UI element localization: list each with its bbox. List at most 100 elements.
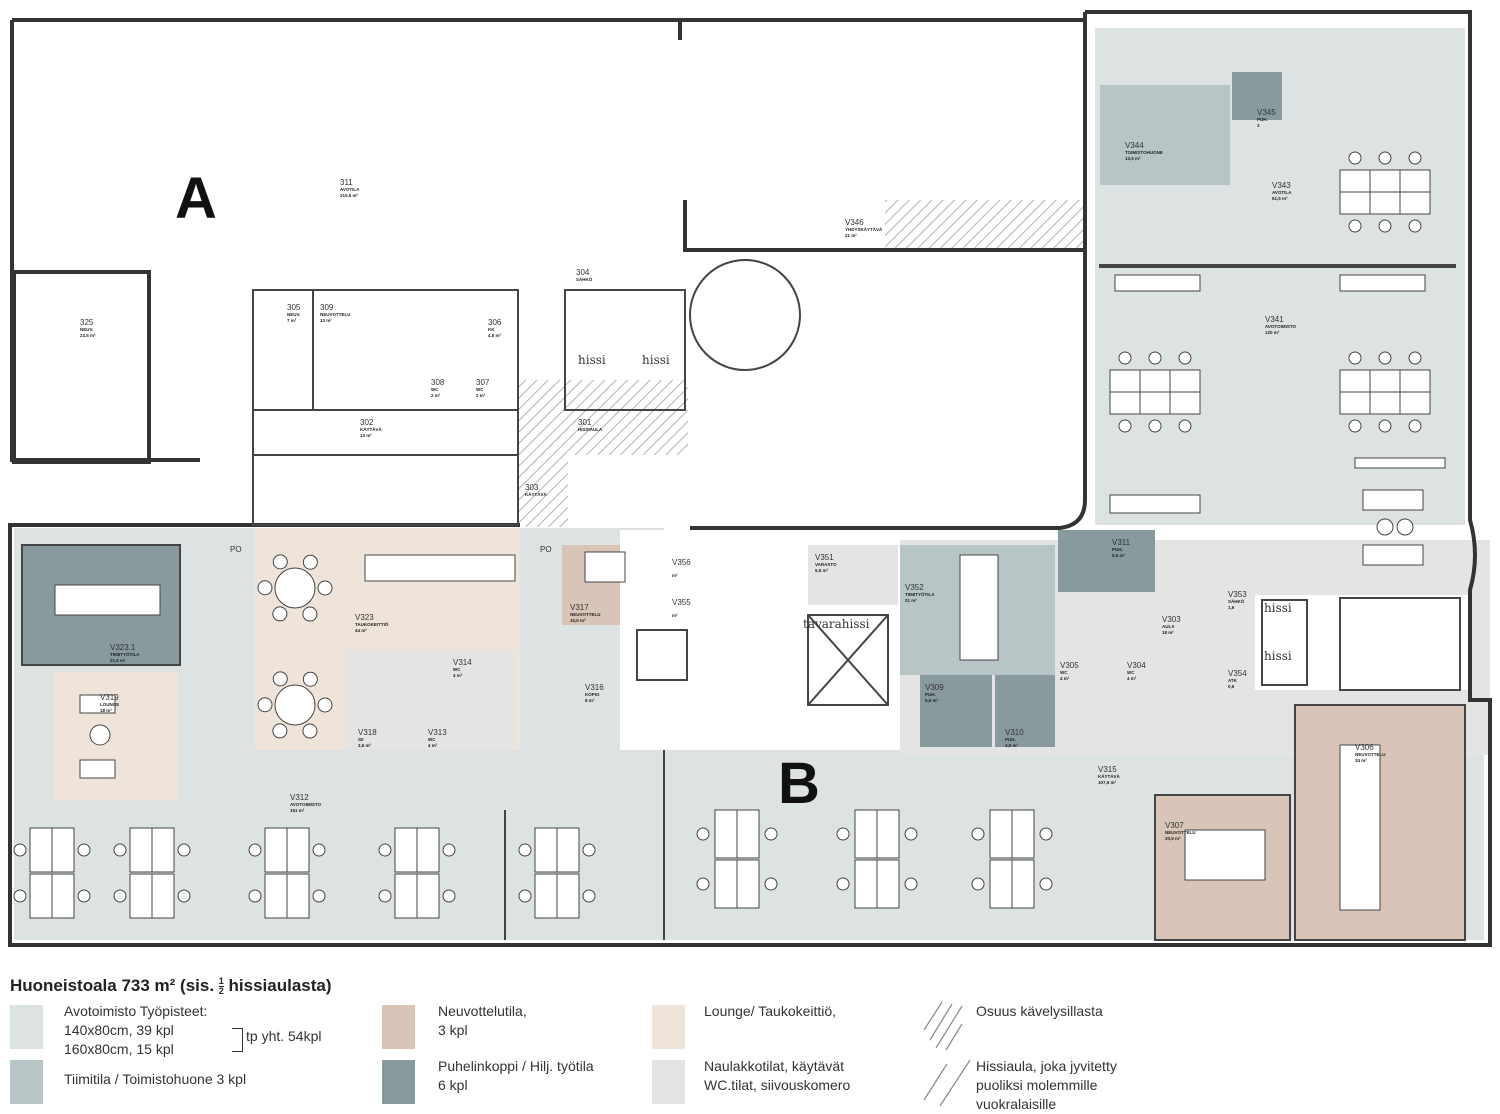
room-area: 18 m² bbox=[100, 708, 112, 713]
room-number: V303 bbox=[1162, 615, 1181, 624]
room-area: m² bbox=[672, 573, 678, 578]
room-area: 61,5 m² bbox=[1272, 196, 1288, 201]
desk bbox=[736, 809, 760, 859]
chair bbox=[1378, 419, 1392, 433]
wall-302 bbox=[252, 409, 519, 456]
hatch-swatches bbox=[923, 1001, 971, 1107]
room-name: SII bbox=[358, 737, 364, 742]
chair bbox=[1039, 877, 1053, 891]
elevator-label: hissi bbox=[1264, 649, 1292, 663]
desk bbox=[534, 873, 558, 919]
wall-325 bbox=[12, 270, 151, 464]
room-v311 bbox=[1058, 530, 1155, 592]
walls bbox=[8, 10, 1492, 947]
meeting-table bbox=[1184, 829, 1266, 881]
meeting-table bbox=[584, 551, 626, 583]
room-name: AVOTILA bbox=[1272, 190, 1292, 195]
room-area: 4 m² bbox=[1127, 676, 1137, 681]
text: WC.tilat, siivouskomero bbox=[704, 1077, 851, 1093]
room-area: 13 m² bbox=[360, 433, 372, 438]
desk bbox=[714, 809, 738, 859]
room-number: 308 bbox=[431, 378, 445, 387]
legend-title-suffix: hissiaulasta) bbox=[223, 976, 332, 995]
room-number: 311 bbox=[340, 178, 353, 187]
legend-meeting: Neuvottelutila,3 kpl bbox=[438, 1002, 527, 1040]
room-area: 23,5 m² bbox=[80, 333, 96, 338]
room-area: 1,6 bbox=[1228, 605, 1235, 610]
room-number: V323.1 bbox=[110, 643, 136, 652]
room-number: 304 bbox=[576, 268, 590, 277]
chair bbox=[177, 889, 191, 903]
desk bbox=[876, 809, 900, 859]
room-number: V353 bbox=[1228, 590, 1247, 599]
room-name: WC bbox=[1127, 670, 1135, 675]
chair bbox=[1348, 151, 1362, 165]
room-number: V309 bbox=[925, 683, 944, 692]
chair bbox=[272, 606, 288, 622]
room-name: WC bbox=[431, 387, 439, 392]
chair bbox=[696, 877, 710, 891]
table bbox=[1376, 518, 1394, 536]
room-area: 21,5 m² bbox=[110, 658, 126, 663]
room-number: V315 bbox=[1098, 765, 1117, 774]
elevator-label: hissi bbox=[642, 353, 670, 367]
room-number: 302 bbox=[360, 418, 374, 427]
room-fills bbox=[14, 28, 1490, 940]
desk bbox=[416, 827, 440, 873]
chair bbox=[442, 889, 456, 903]
chair bbox=[518, 843, 532, 857]
desk bbox=[1339, 369, 1371, 393]
wall-elevators bbox=[564, 289, 686, 411]
room-name: NEUVOTTELU bbox=[1355, 752, 1386, 757]
room-name: KOPIO bbox=[585, 692, 600, 697]
room-name: SÄHKÖ bbox=[576, 276, 593, 282]
chair bbox=[836, 877, 850, 891]
room-number: V354 bbox=[1228, 669, 1247, 678]
room-name: LOUNGE bbox=[100, 702, 119, 707]
desk bbox=[1139, 369, 1171, 393]
desk bbox=[1109, 391, 1141, 415]
room-number: V343 bbox=[1272, 181, 1291, 190]
chair bbox=[1378, 219, 1392, 233]
chair bbox=[378, 843, 392, 857]
desk bbox=[1369, 391, 1401, 415]
desk bbox=[129, 873, 153, 919]
room-name: TIIMITYÖTILA bbox=[905, 591, 935, 597]
room-name: TIIMITYÖTILA bbox=[110, 651, 140, 657]
legend-total: tp yht. 54kpl bbox=[246, 1028, 322, 1044]
chair bbox=[302, 671, 318, 687]
furniture bbox=[13, 151, 1446, 919]
chair bbox=[77, 843, 91, 857]
chair bbox=[1408, 351, 1422, 365]
chair bbox=[1148, 419, 1162, 433]
lounge-table bbox=[89, 724, 111, 746]
chair bbox=[904, 827, 918, 841]
building-label-b: B bbox=[778, 751, 820, 816]
room-area: 210,5 m² bbox=[340, 193, 359, 198]
room-name: YHDYSKÄYTÄVÄ bbox=[845, 226, 883, 232]
chair bbox=[764, 877, 778, 891]
text: 3 kpl bbox=[438, 1022, 468, 1038]
kitchen-counter bbox=[364, 554, 516, 582]
desk bbox=[1109, 494, 1201, 514]
room-area: 4 m² bbox=[428, 743, 438, 748]
text: Naulakkotilat, käytävät bbox=[704, 1058, 845, 1074]
chair bbox=[1378, 151, 1392, 165]
room-name: TOIMISTOHUONE bbox=[1125, 150, 1163, 155]
floor-plan: A B hissi hissi hissi hissi tavarahissi … bbox=[8, 10, 1492, 947]
room-area: 4,5 m² bbox=[488, 333, 502, 338]
room-area: 4 m² bbox=[1060, 676, 1070, 681]
desk bbox=[1339, 391, 1371, 415]
room-name: NEUVOTTELU bbox=[1165, 830, 1196, 835]
room-number: V314 bbox=[453, 658, 472, 667]
room-name: NEUVOTTELU bbox=[570, 612, 601, 617]
room-name: WC bbox=[1060, 670, 1068, 675]
room-number: V355 bbox=[672, 598, 691, 607]
room-number: V319 bbox=[100, 693, 119, 702]
chair bbox=[1378, 351, 1392, 365]
desk bbox=[534, 827, 558, 873]
room-v309 bbox=[920, 675, 992, 747]
text: 140x80cm, 39 kpl bbox=[64, 1022, 174, 1038]
desk bbox=[1011, 809, 1035, 859]
room-number: V311 bbox=[1112, 538, 1131, 547]
